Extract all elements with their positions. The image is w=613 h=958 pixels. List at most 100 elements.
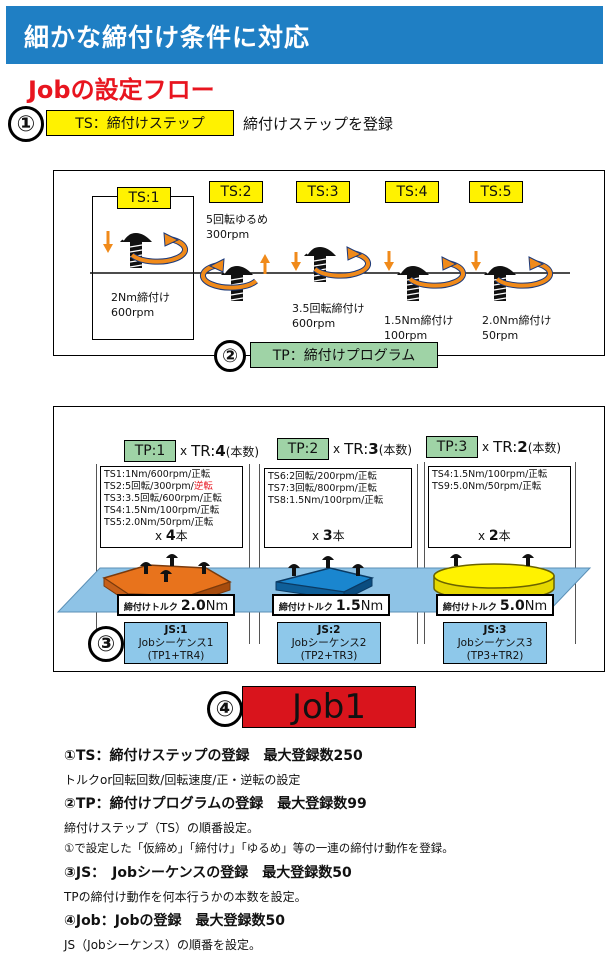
ts1-label: TS:1 — [117, 187, 171, 209]
tp1-torque-value: 2.0 — [180, 598, 206, 614]
ts1-label-text: TS:1 — [128, 190, 160, 206]
ts5-desc-line1: 2.0Nm締付け — [482, 314, 552, 327]
ts5-desc-line2: 50rpm — [482, 329, 519, 342]
tp3-line2: TS9:5.0Nm/50rpm/正転 — [432, 481, 542, 492]
step4-number: ④ — [207, 691, 243, 727]
ts3-desc-line2: 600rpm — [292, 317, 336, 330]
tp3-count-x: x — [478, 529, 489, 543]
tp3-torque-unit: Nm — [524, 599, 548, 614]
tp2-count-num: 3 — [322, 528, 333, 544]
js3-name: Jobシーケンス3 — [457, 637, 533, 649]
tp3-header: TP:3 x TR:2 (本数) — [426, 436, 561, 458]
ts3-label: TS:3 — [296, 181, 350, 203]
desc1-title: ①TS：締付けステップの登録 最大登録数250 — [64, 748, 363, 764]
ts2-label: TS:2 — [209, 181, 263, 203]
wp-screw — [160, 570, 172, 582]
tp3-x: x — [482, 440, 490, 454]
tp1-count-unit: 本 — [175, 529, 188, 543]
desc2-title: ②TP：締付けプログラムの登録 最大登録数99 — [64, 796, 367, 812]
js2-sub: (TP2+TR3) — [300, 650, 358, 662]
header-title: 細かな締付け条件に対応 — [24, 23, 311, 52]
ts1-box — [92, 196, 194, 340]
js3-label: JS:3 — [483, 624, 507, 636]
step1-label-text: TS：締付けステップ — [75, 116, 205, 132]
tp1-count-num: 4 — [165, 528, 176, 544]
wp-screw — [140, 562, 152, 574]
tp3-tr-prefix: TR: — [493, 438, 518, 456]
job1-label: Job1 — [291, 687, 367, 727]
tp3-torque-value: 5.0 — [499, 598, 525, 614]
tp2-line2: TS7:3回転/800rpm/正転 — [268, 483, 377, 494]
tp1-tr-num: 4 — [215, 442, 226, 460]
js3-box: JS:3 Jobシーケンス3 (TP3+TR2) — [443, 622, 547, 664]
tp1-count: x 4本 — [155, 527, 188, 544]
tp2-ts-list: TS6:2回転/200rpm/正転 TS7:3回転/800rpm/正転 TS8:… — [264, 468, 412, 548]
step2-number: ② — [214, 340, 246, 372]
tp3-torque-label: 締付けトルク — [442, 603, 497, 613]
ts1-arrow-down-icon — [103, 231, 113, 253]
tp2-count-unit: 本 — [332, 529, 345, 543]
ts2-desc-line1: 5回転ゆるめ — [206, 213, 268, 226]
step1-ts-label: TS：締付けステップ — [46, 110, 234, 136]
tp2-column — [259, 464, 418, 644]
tp1-label: TP:1 — [124, 440, 176, 462]
tp2-torque-label: 締付けトルク — [278, 603, 333, 613]
tp3-count-num: 2 — [488, 528, 499, 544]
ts4-label: TS:4 — [385, 181, 439, 203]
tp3-count-unit: 本 — [498, 529, 511, 543]
tp2-x: x — [333, 442, 341, 456]
js3-sub: (TP3+TR2) — [466, 650, 524, 662]
tp2-torque-unit: Nm — [360, 599, 384, 614]
js1-name: Jobシーケンス1 — [138, 637, 214, 649]
tp2-torque-value: 1.5 — [335, 598, 361, 614]
tp1-line3: TS3:3.5回転/600rpm/正転 — [104, 493, 222, 504]
tp1-tr-unit: (本数) — [225, 444, 260, 459]
ts3-arrow-down-icon — [291, 252, 301, 271]
wp-screw — [522, 554, 534, 566]
ts2-desc-line2: 300rpm — [206, 228, 250, 241]
tp3-count: x 2本 — [478, 527, 511, 544]
js2-label: JS:2 — [317, 624, 341, 636]
wp-screw — [322, 556, 334, 568]
tp2-count: x 3本 — [312, 527, 345, 544]
step3-num-text: ③ — [96, 631, 116, 657]
tp3-tr-unit: (本数) — [527, 440, 562, 455]
tp1-torque-unit: Nm — [205, 599, 229, 614]
tp1-header: TP:1 x TR:4 (本数) — [124, 440, 259, 462]
ts2-arrow-up-icon — [260, 254, 270, 274]
ts5-desc: 2.0Nm締付け 50rpm — [482, 313, 551, 343]
tp2-tr-prefix: TR: — [344, 440, 369, 458]
wp-screw — [198, 562, 210, 574]
ts2-desc: 5回転ゆるめ 300rpm — [206, 212, 268, 242]
descriptions: ①TS：締付けステップの登録 最大登録数250 トルクor回転回数/回転速度/正… — [64, 745, 604, 953]
desc4-line1: JS（Jobシーケンス）の順番を設定。 — [64, 938, 262, 952]
tp-frame — [53, 406, 605, 672]
ts4-label-text: TS:4 — [396, 184, 428, 200]
step2-label-text: TP：締付けプログラム — [272, 348, 416, 364]
desc2-line2: ①で設定した「仮締め」「締付け」「ゆるめ」等の一連の締付け動作を登録。 — [64, 841, 454, 855]
tp1-torque: 締付けトルク 2.0 Nm — [117, 594, 235, 616]
tp1-line4: TS4:1.5Nm/100rpm/正転 — [104, 505, 220, 516]
wp-screw — [166, 554, 178, 566]
workpiece-screws — [140, 554, 534, 582]
tp1-torque-label: 締付けトルク — [123, 603, 178, 613]
step1-num-text: ① — [16, 111, 36, 137]
tp3-ts-list: TS4:1.5Nm/100rpm/正転 TS9:5.0Nm/50rpm/正転 — [428, 466, 571, 548]
ts3-label-text: TS:3 — [307, 184, 339, 200]
ts4-desc-line2: 100rpm — [384, 329, 428, 342]
ts5-label: TS:5 — [469, 181, 523, 203]
ts4-arrow-down-icon — [384, 251, 394, 271]
tp2-line3: TS8:1.5Nm/100rpm/正転 — [268, 495, 384, 506]
desc1-line1: トルクor回転回数/回転速度/正・逆転の設定 — [64, 773, 301, 787]
step4-num-text: ④ — [215, 696, 235, 722]
tp3-tr-num: 2 — [517, 438, 528, 456]
flow-title: Jobの設定フロー — [28, 76, 215, 104]
tp2-label: TP:2 — [277, 438, 329, 460]
tp2-count-x: x — [312, 529, 323, 543]
ts5-label-text: TS:5 — [480, 184, 512, 200]
js2-name: Jobシーケンス2 — [291, 637, 367, 649]
tp3-label: TP:3 — [426, 436, 478, 458]
